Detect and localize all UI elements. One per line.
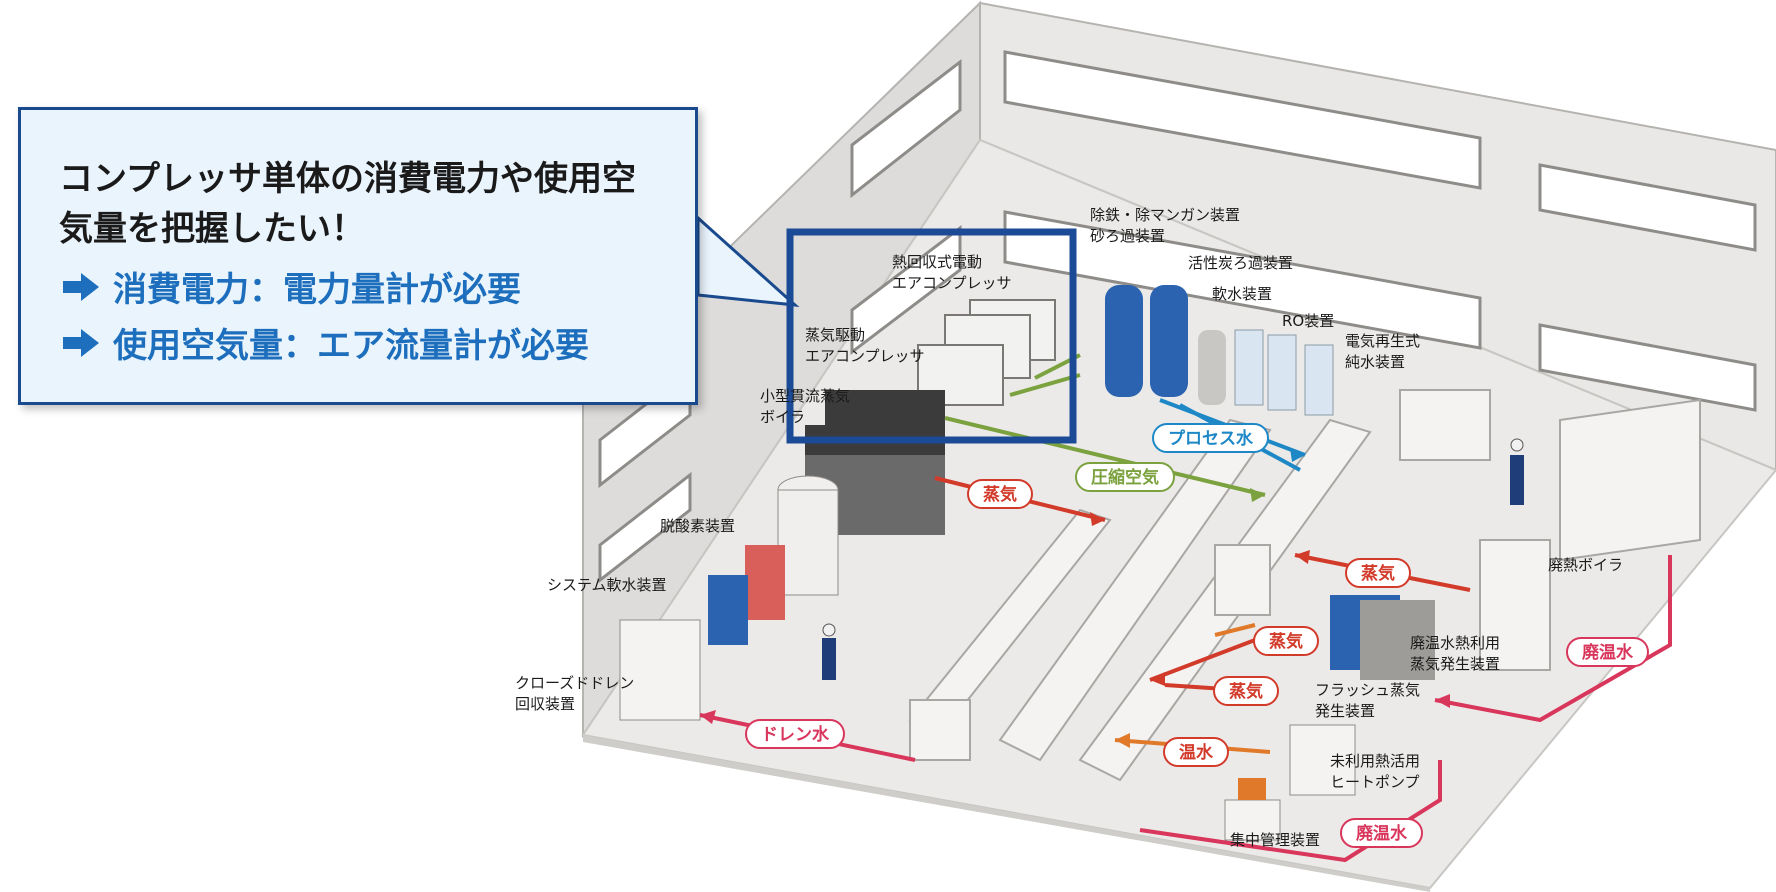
label-small-boiler: 小型貫流蒸気 ボイラ xyxy=(760,387,851,426)
label-heat-recovery-compressor: 熱回収式電動 エアコンプレッサ xyxy=(892,253,1012,292)
back-wall-windows xyxy=(1003,50,1757,412)
callout-power-text: 消費電力：電力量計が必要 xyxy=(113,270,521,310)
right-arrow-icon xyxy=(63,272,99,301)
label-flash-steam: フラッシュ蒸気 発生装置 xyxy=(1315,681,1421,720)
callout-box: コンプレッサ単体の消費電力や使用空気量を把握したい！ 消費電力：電力量計が必要 … xyxy=(18,107,698,405)
flow-pill-hot-water: 温水 xyxy=(1163,737,1229,767)
label-system-softener: システム軟水装置 xyxy=(547,576,667,594)
flow-pill-compressed-air: 圧縮空気 xyxy=(1075,462,1175,492)
label-deoxygenation: 脱酸素装置 xyxy=(660,517,736,535)
label-closed-drain: クローズドドレン 回収装置 xyxy=(515,674,635,713)
callout-air-line: 使用空気量：エア流量計が必要 xyxy=(59,318,589,367)
water-treatment-tanks xyxy=(1105,285,1334,416)
callout-pointer xyxy=(696,214,800,307)
flow-arrowheads xyxy=(700,448,1450,748)
floor-ducting xyxy=(908,389,1701,782)
label-activated-carbon: 活性炭ろ過装置 xyxy=(1188,254,1294,272)
worker-figures xyxy=(822,438,1524,680)
callout-power-line: 消費電力：電力量計が必要 xyxy=(59,262,521,311)
flow-pill-steam-flash: 蒸気 xyxy=(1253,626,1319,656)
flow-pill-steam-boiler: 蒸気 xyxy=(967,479,1033,509)
flow-pill-steam-waste-boiler: 蒸気 xyxy=(1345,558,1411,588)
floor-front-edge xyxy=(583,735,1430,892)
label-iron-manganese-removal: 除鉄・除マンガン装置 砂ろ過装置 xyxy=(1090,206,1241,245)
callout-title: コンプレッサ単体の消費電力や使用空気量を把握したい！ xyxy=(59,159,636,249)
label-heat-pump: 未利用熱活用 ヒートポンプ xyxy=(1330,752,1421,791)
flow-pill-process-water: プロセス水 xyxy=(1152,423,1269,453)
label-ro-unit: RO装置 xyxy=(1282,312,1335,330)
flow-pill-steam-heat-pump: 蒸気 xyxy=(1213,676,1279,706)
label-waste-hot-water-steam: 廃温水熱利用 蒸気発生装置 xyxy=(1410,634,1501,673)
right-arrow-icon xyxy=(63,328,99,357)
waste-heat-equipment xyxy=(1224,595,1435,841)
compressor-highlight-box xyxy=(786,228,1077,444)
flow-pill-waste-hot-water-right: 廃温水 xyxy=(1566,637,1649,667)
label-water-softener: 軟水装置 xyxy=(1212,285,1273,303)
flow-pill-drain-water: ドレン水 xyxy=(745,719,845,749)
callout-air-text: 使用空気量：エア流量計が必要 xyxy=(113,326,589,366)
label-central-control: 集中管理装置 xyxy=(1230,831,1321,849)
left-equipment xyxy=(619,475,839,721)
label-steam-driven-compressor: 蒸気駆動 エアコンプレッサ xyxy=(805,326,925,365)
label-waste-heat-boiler: 廃熱ボイラ xyxy=(1548,556,1624,574)
flow-pill-waste-hot-water-bottom: 廃温水 xyxy=(1340,818,1423,848)
label-electro-regeneration: 電気再生式 純水装置 xyxy=(1345,332,1421,371)
